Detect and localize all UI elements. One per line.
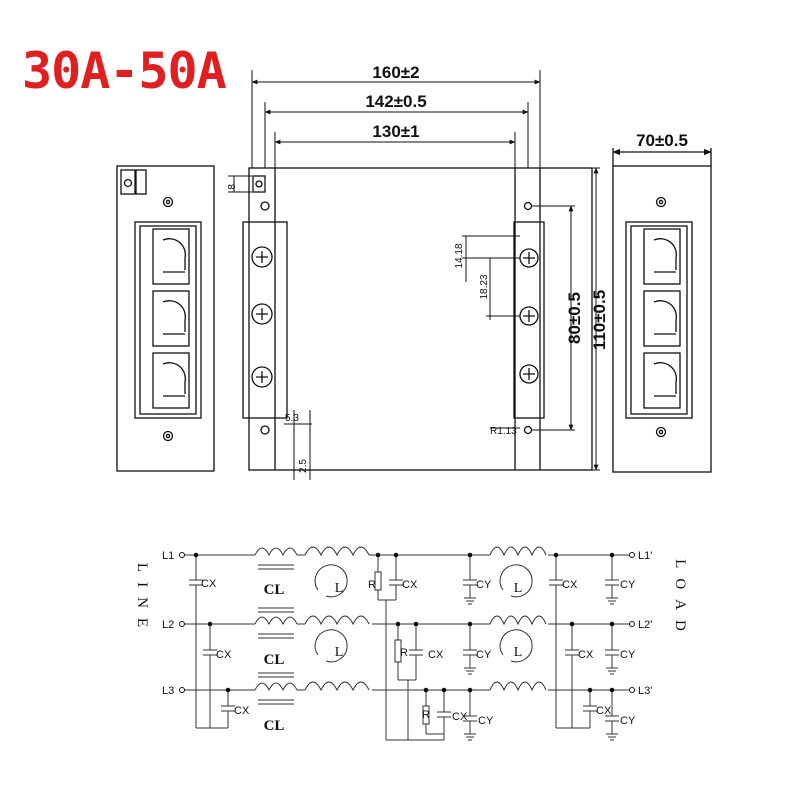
l-label-4: L <box>514 645 523 660</box>
series-inductors <box>304 546 547 692</box>
middle-network <box>374 555 451 741</box>
terminal-l3: L3 <box>162 685 174 697</box>
bottom-offset-lines <box>284 410 312 480</box>
input-x-capacitors <box>189 555 235 729</box>
dim-80: 80±0.5 <box>565 292 584 344</box>
terminal-l2: L2 <box>162 619 174 631</box>
cy-label-3: CY <box>478 715 494 727</box>
common-mode-chokes <box>254 547 305 705</box>
cy-label-2: CY <box>476 649 492 661</box>
dim-110: 110±0.5 <box>590 290 609 350</box>
dim-14-18: 14.18 <box>454 243 465 268</box>
junction-dots <box>193 552 615 693</box>
dim-2-5: 2.5 <box>298 459 309 473</box>
r-label-3: R <box>422 709 430 721</box>
cx-label-1: CX <box>201 578 217 590</box>
cx-label-3: CX <box>234 705 250 717</box>
cy-label-4: CY <box>620 579 636 591</box>
middle-y-capacitors <box>463 555 477 741</box>
load-side-label: LOAD <box>672 559 688 641</box>
top-dimension-lines <box>251 70 541 168</box>
dim-r1-13: R1.13 <box>490 426 517 437</box>
cl-label-3: CL <box>264 718 285 734</box>
cx-label-9: CX <box>596 705 612 717</box>
left-end-view <box>116 165 215 472</box>
r-label-2: R <box>400 647 408 659</box>
terminal-l1-load: L1' <box>638 550 652 562</box>
dim-160: 160±2 <box>372 63 419 82</box>
terminal-circles <box>179 552 635 693</box>
dim-142: 142±0.5 <box>365 92 426 111</box>
terminal-l2-load: L2' <box>638 619 652 631</box>
dim-18-23: 18.23 <box>479 274 490 299</box>
front-view <box>242 167 593 471</box>
dim-5-3: 5.3 <box>285 413 299 424</box>
output-y-capacitors <box>605 555 619 741</box>
cx-label-6: CX <box>452 711 468 723</box>
cy-label-5: CY <box>620 649 636 661</box>
terminal-l3-load: L3' <box>638 685 652 697</box>
dim-130: 130±1 <box>372 122 419 141</box>
right-screw-terminals <box>519 248 539 384</box>
right-dimension-lines <box>462 167 600 471</box>
l-label-2: L <box>335 645 344 660</box>
dim-8: 8 <box>227 184 238 190</box>
current-range-title: 30A-50A <box>22 42 227 100</box>
terminal-l1: L1 <box>162 550 174 562</box>
left-terminal-cells <box>152 228 190 409</box>
left-screw-terminals <box>251 246 273 388</box>
cx-label-2: CX <box>216 649 232 661</box>
r-label-1: R <box>368 579 376 591</box>
cx-label-8: CX <box>578 649 594 661</box>
cl-label-2: CL <box>264 652 285 668</box>
output-x-capacitors <box>549 555 597 729</box>
l-label-1: L <box>335 581 344 596</box>
cx-label-4: CX <box>402 579 418 591</box>
cx-label-7: CX <box>562 579 578 591</box>
schematic <box>182 546 630 741</box>
line-side-label: LINE <box>134 563 150 637</box>
dim-70: 70±0.5 <box>636 131 688 150</box>
cy-label-1: CY <box>476 579 492 591</box>
cl-label-1: CL <box>264 582 285 598</box>
cx-label-5: CX <box>428 649 444 661</box>
right-end-view <box>612 148 712 473</box>
cy-label-6: CY <box>620 715 636 727</box>
l-label-3: L <box>514 581 523 596</box>
offset-8-lines <box>228 175 252 193</box>
